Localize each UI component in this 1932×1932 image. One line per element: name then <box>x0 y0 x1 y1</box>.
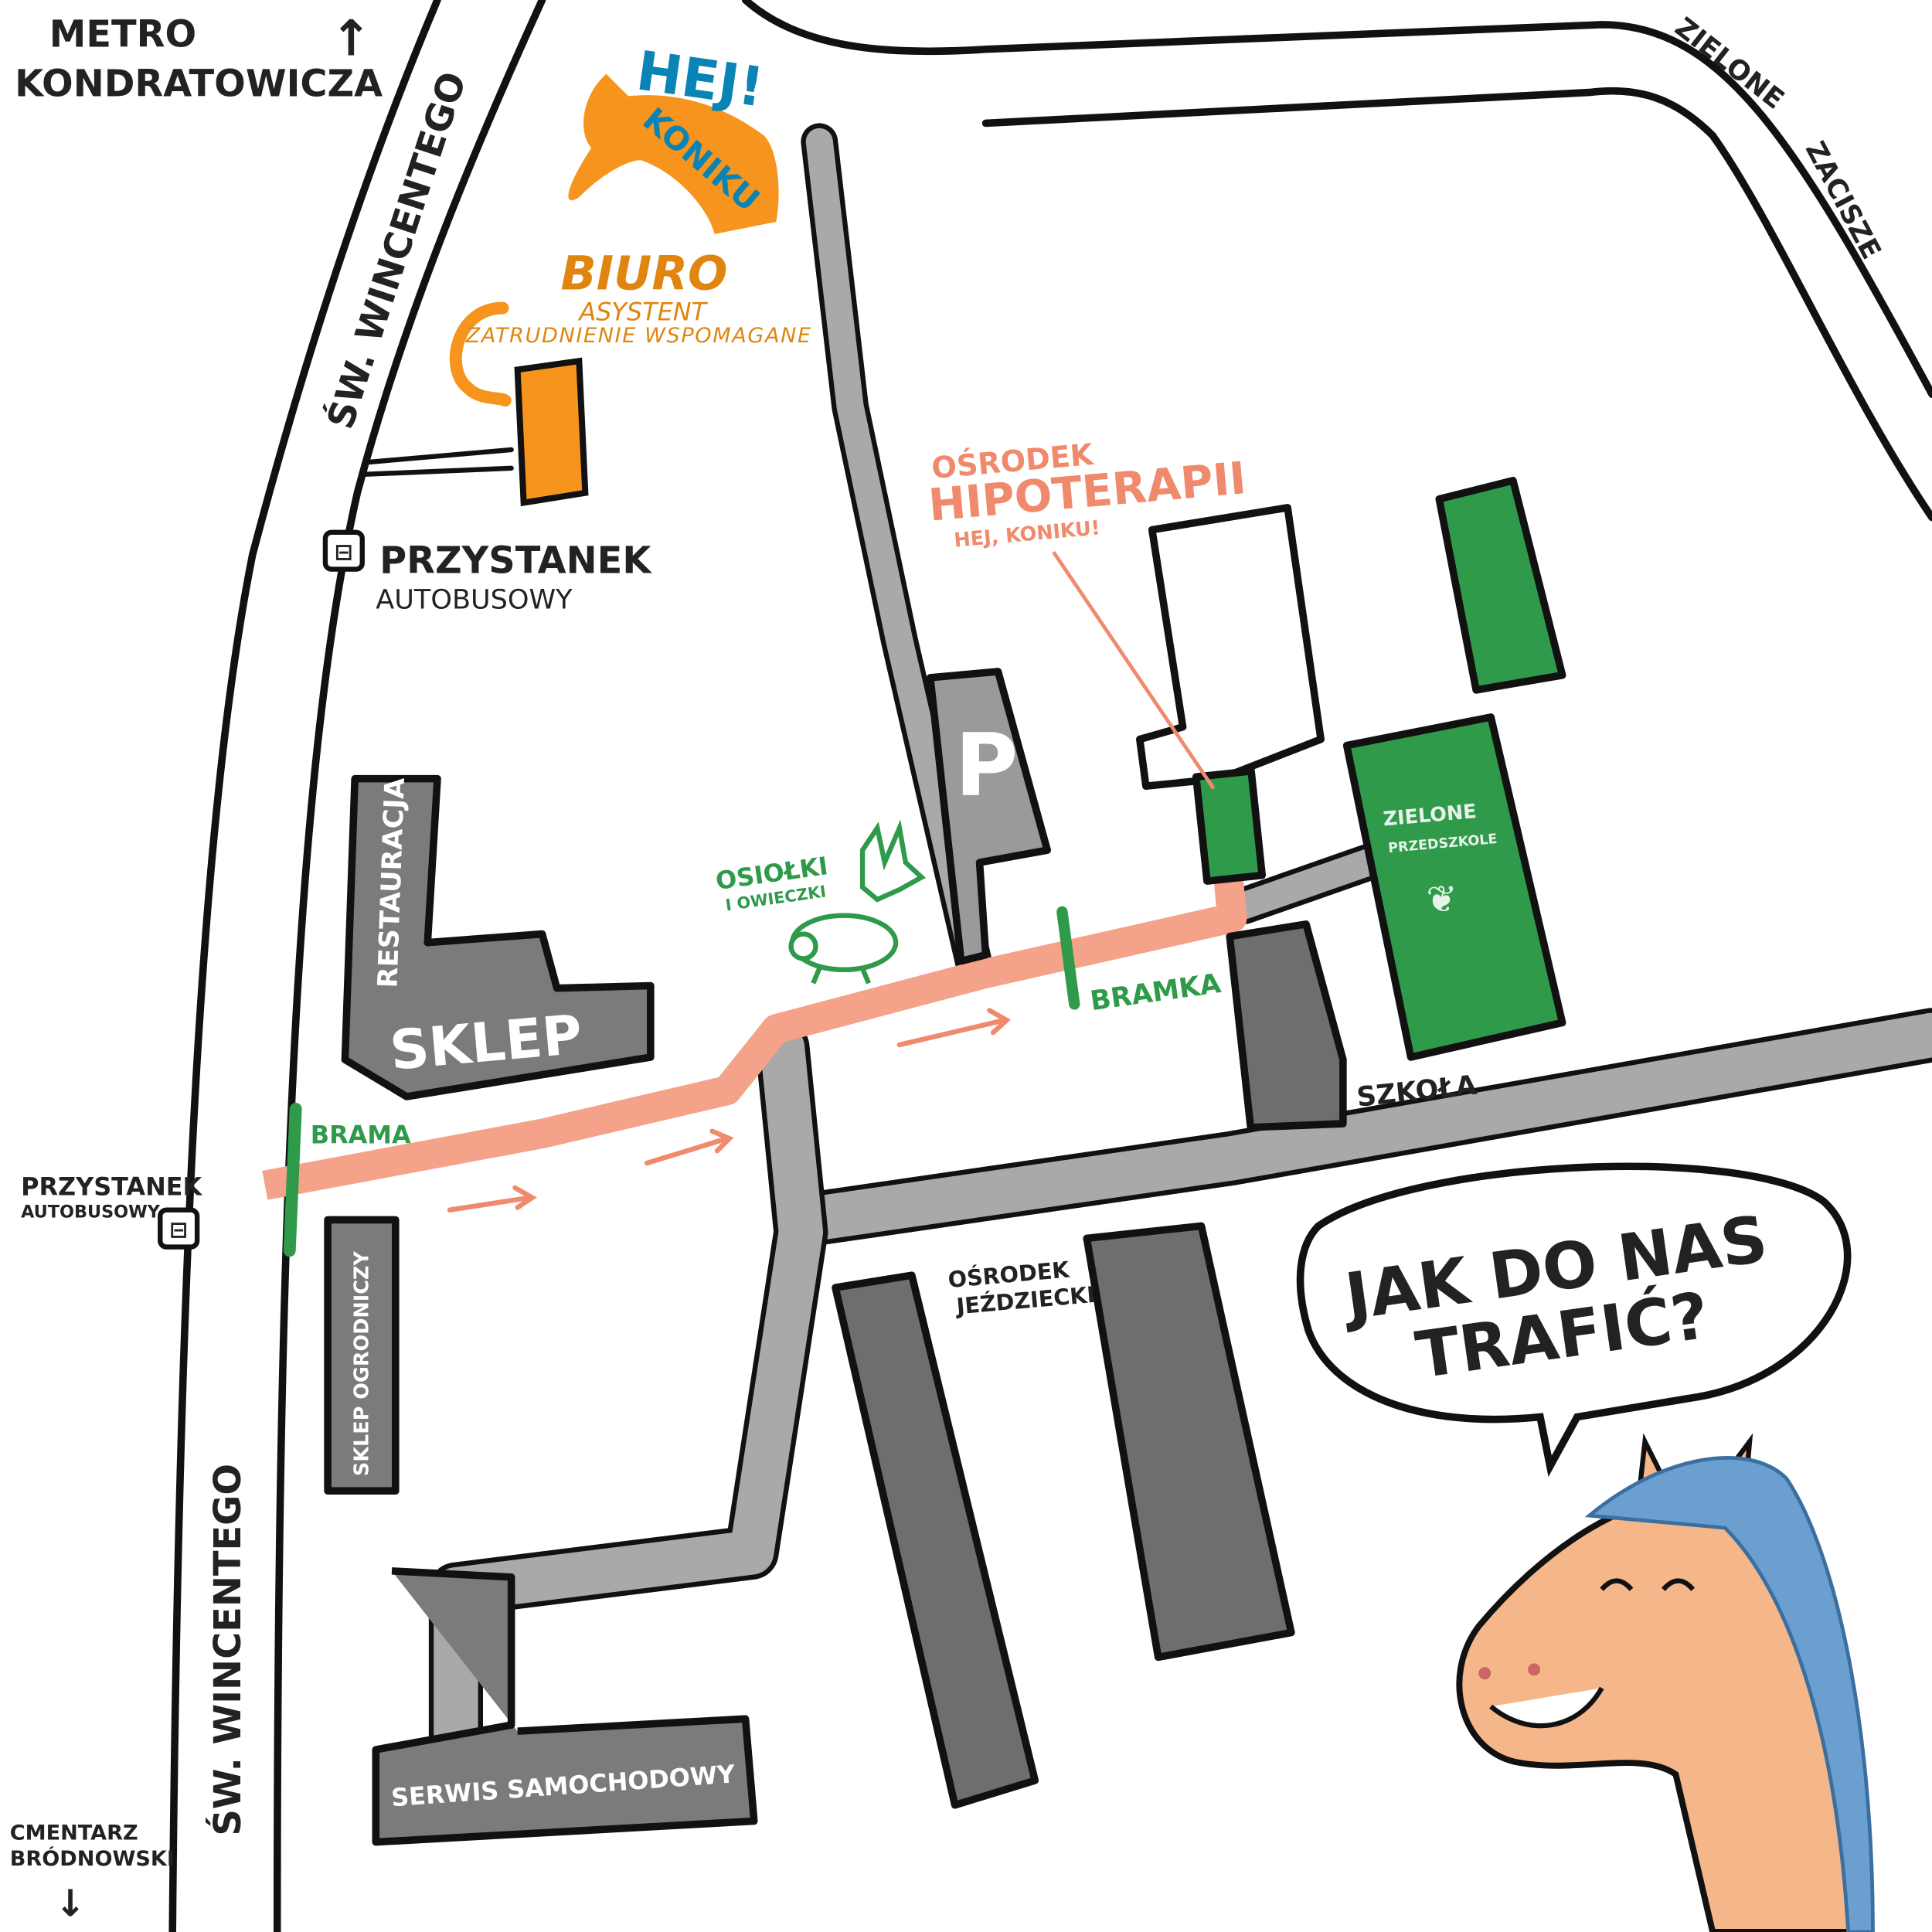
school-building <box>1226 920 1347 1131</box>
bus-stop-sublabel: AUTOBUSOWY <box>376 584 573 616</box>
main-road-wincentego <box>168 0 546 1932</box>
riding-building-1 <box>832 1271 1039 1809</box>
horse-mascot <box>1456 1433 1875 1932</box>
gate-label: BRAMA <box>311 1121 411 1150</box>
south-arrow-icon: ↓ <box>55 1883 86 1925</box>
route-path <box>262 787 1247 1200</box>
sheep-icon <box>788 913 899 985</box>
bus-stop-label: PRZYSTANEK <box>379 539 652 582</box>
cemetery-label: CMENTARZ <box>10 1821 138 1845</box>
donkey-icon <box>859 819 927 903</box>
metro-label-2: KONDRATOWICZA <box>15 63 383 105</box>
svg-text:⊟: ⊟ <box>169 1216 188 1243</box>
svg-text:OŚRODEKJEŹDZIECKI: OŚRODEKJEŹDZIECKI <box>947 1254 1096 1320</box>
zacisze-label: ZACISZE <box>1799 136 1887 264</box>
office-building <box>514 357 589 507</box>
speech-bubble <box>1296 1162 1852 1478</box>
hippotherapy-stable <box>1192 767 1267 885</box>
parking-label: P <box>955 715 1019 815</box>
leaf-icon: ❦ <box>1426 879 1457 920</box>
car-service-building <box>372 1567 758 1846</box>
hippotherapy-pointer <box>1052 550 1216 790</box>
svg-text:⊟: ⊟ <box>335 539 353 565</box>
riding-building-2 <box>1083 1222 1295 1662</box>
office-label: BIURO <box>560 247 727 301</box>
restaurant-shop-building <box>341 774 655 1100</box>
svg-text:OSIOŁKII OWIECZKI: OSIOŁKII OWIECZKI <box>714 851 832 915</box>
bus-stop-left-label: PRZYSTANEK <box>21 1172 202 1202</box>
bus-stop-left-sublabel: AUTOBUSOWY <box>21 1202 161 1222</box>
top-road <box>741 0 1932 522</box>
office-sub2: ZATRUDNIENIE WSPOMAGANE <box>465 324 811 348</box>
hej-koniku-logo: HEJ! KONIKU BIURO ASYSTENT ZATRUDNIENIE … <box>465 39 811 348</box>
small-gate-marker <box>1056 906 1080 1010</box>
gate-marker <box>283 1102 302 1257</box>
garden-shop-label: SKLEP OGRODNICZY <box>351 1251 374 1476</box>
office-sub1: ASYSTENT <box>577 298 708 327</box>
bus-stop-icon: ⊟ <box>322 529 365 572</box>
street-label-bottom: ŚW. WINCENTEGO <box>206 1464 250 1836</box>
cemetery-label-2: BRÓDNOWSKI <box>10 1846 175 1871</box>
zielone-label: ZIELONE <box>1669 12 1791 116</box>
parking-area <box>926 668 1052 965</box>
garden-shop-building <box>324 1216 400 1495</box>
small-gate-label: BRAMKA <box>1088 968 1223 1017</box>
metro-label: METRO <box>49 14 196 56</box>
restaurant-label: RESTAURACJA <box>372 777 410 988</box>
green-field <box>1435 477 1566 694</box>
office-pointer <box>449 301 512 407</box>
kindergarten-building <box>1342 713 1566 1061</box>
north-arrow-icon: ↑ <box>331 11 372 68</box>
white-building <box>1136 504 1325 791</box>
route-arrows <box>447 1008 1012 1213</box>
bus-stop-icon: ⊟ <box>158 1207 200 1250</box>
side-road-office <box>361 447 514 478</box>
